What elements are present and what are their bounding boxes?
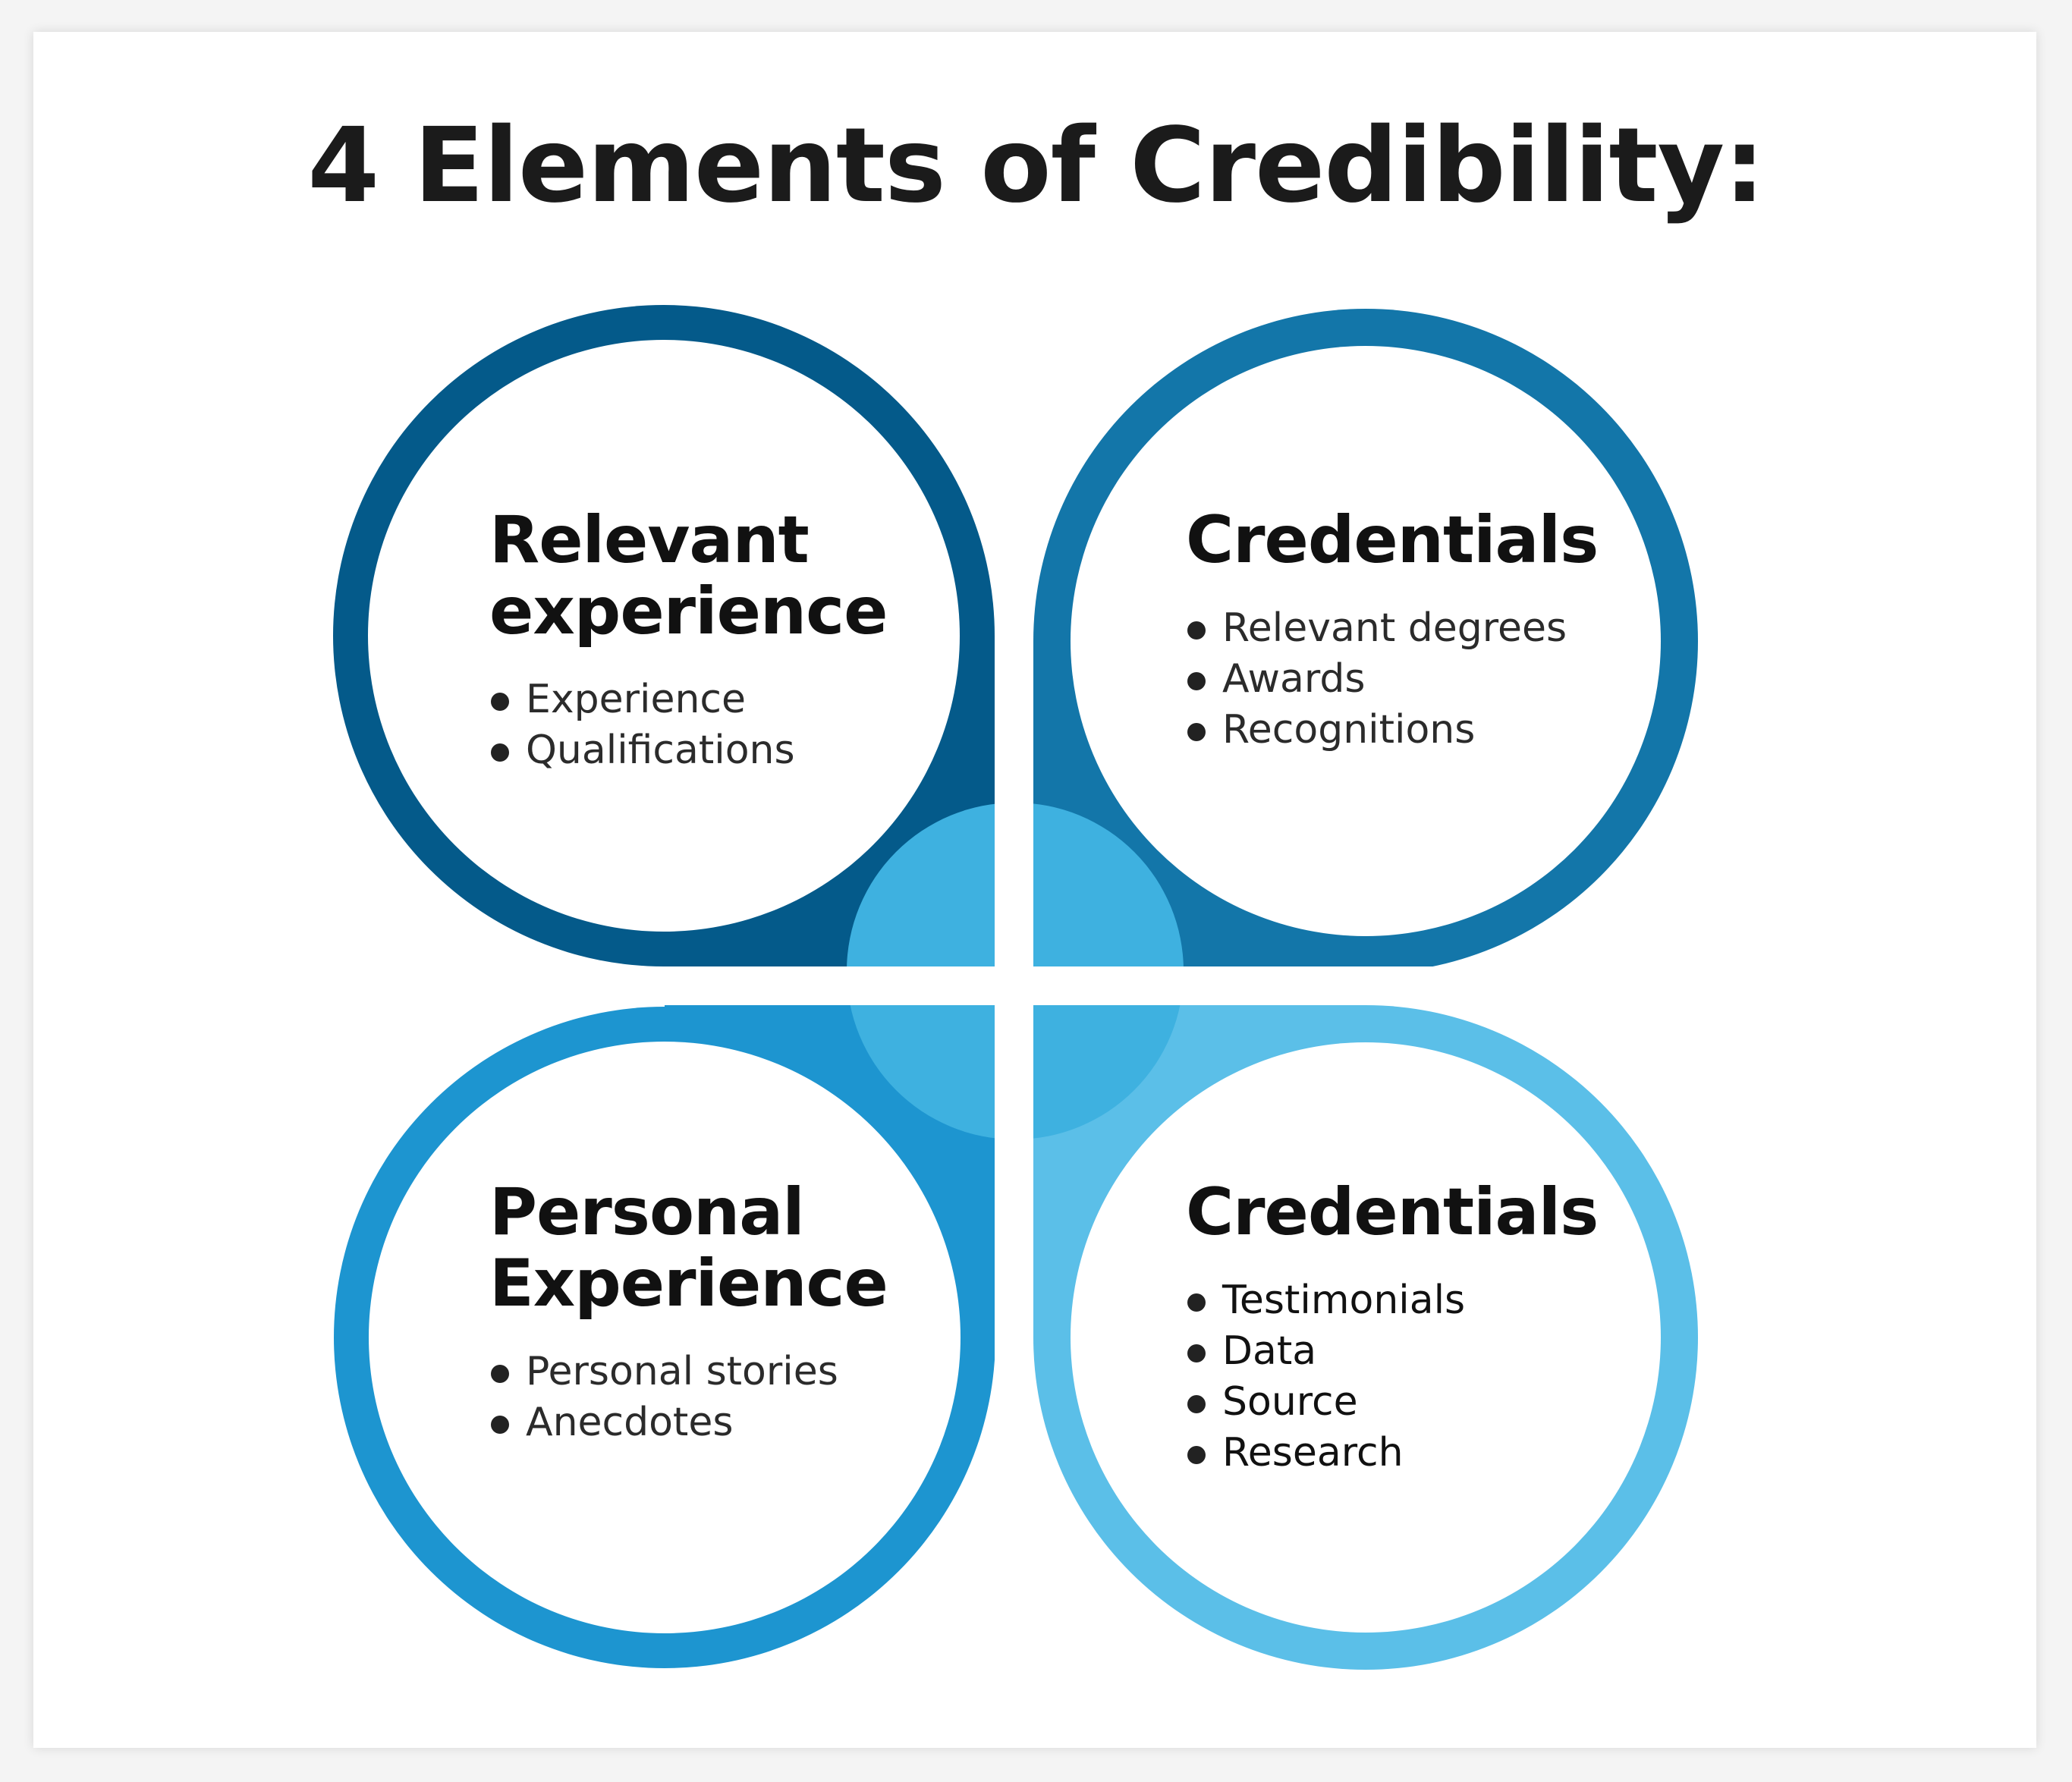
vertical-gap — [995, 592, 1033, 1426]
element-heading: Personal Experience — [489, 1174, 888, 1322]
list-item: Source — [1186, 1377, 1641, 1428]
list-item: Qualifications — [489, 725, 945, 776]
bottom-right-inner-disc — [1071, 1042, 1661, 1633]
list-item: Personal stories — [489, 1347, 945, 1397]
element-heading: Credentials — [1186, 502, 1599, 578]
list-item: Relevant degrees — [1186, 603, 1641, 654]
element-relevant-experience: Relevant experience Experience Qualifica… — [489, 504, 945, 776]
list-item: Data — [1186, 1326, 1641, 1377]
bottom-left-inner-disc — [369, 1042, 961, 1633]
element-credentials-bottom: Credentials Testimonials Data Source Res… — [1186, 1177, 1641, 1479]
bullet-list: Relevant degrees Awards Recognitions — [1186, 603, 1641, 756]
top-right-inner-disc — [1071, 346, 1661, 936]
bullet-list: Personal stories Anecdotes — [489, 1347, 945, 1448]
element-heading: Relevant experience — [489, 502, 888, 649]
bullet-list: Experience Qualifications — [489, 674, 945, 776]
element-heading: Credentials — [1186, 1174, 1599, 1250]
list-item: Recognitions — [1186, 705, 1641, 756]
list-item: Research — [1186, 1428, 1641, 1479]
list-item: Testimonials — [1186, 1275, 1641, 1326]
top-left-inner-disc — [368, 340, 960, 932]
list-item: Experience — [489, 674, 945, 725]
bullet-list: Testimonials Data Source Research — [1186, 1275, 1641, 1479]
element-credentials-top: Credentials Relevant degrees Awards Reco… — [1186, 504, 1641, 756]
list-item: Anecdotes — [489, 1397, 945, 1448]
page-title: 4 Elements of Credibility: — [307, 106, 1765, 226]
list-item: Awards — [1186, 654, 1641, 705]
element-personal-experience: Personal Experience Personal stories Ane… — [489, 1177, 945, 1448]
